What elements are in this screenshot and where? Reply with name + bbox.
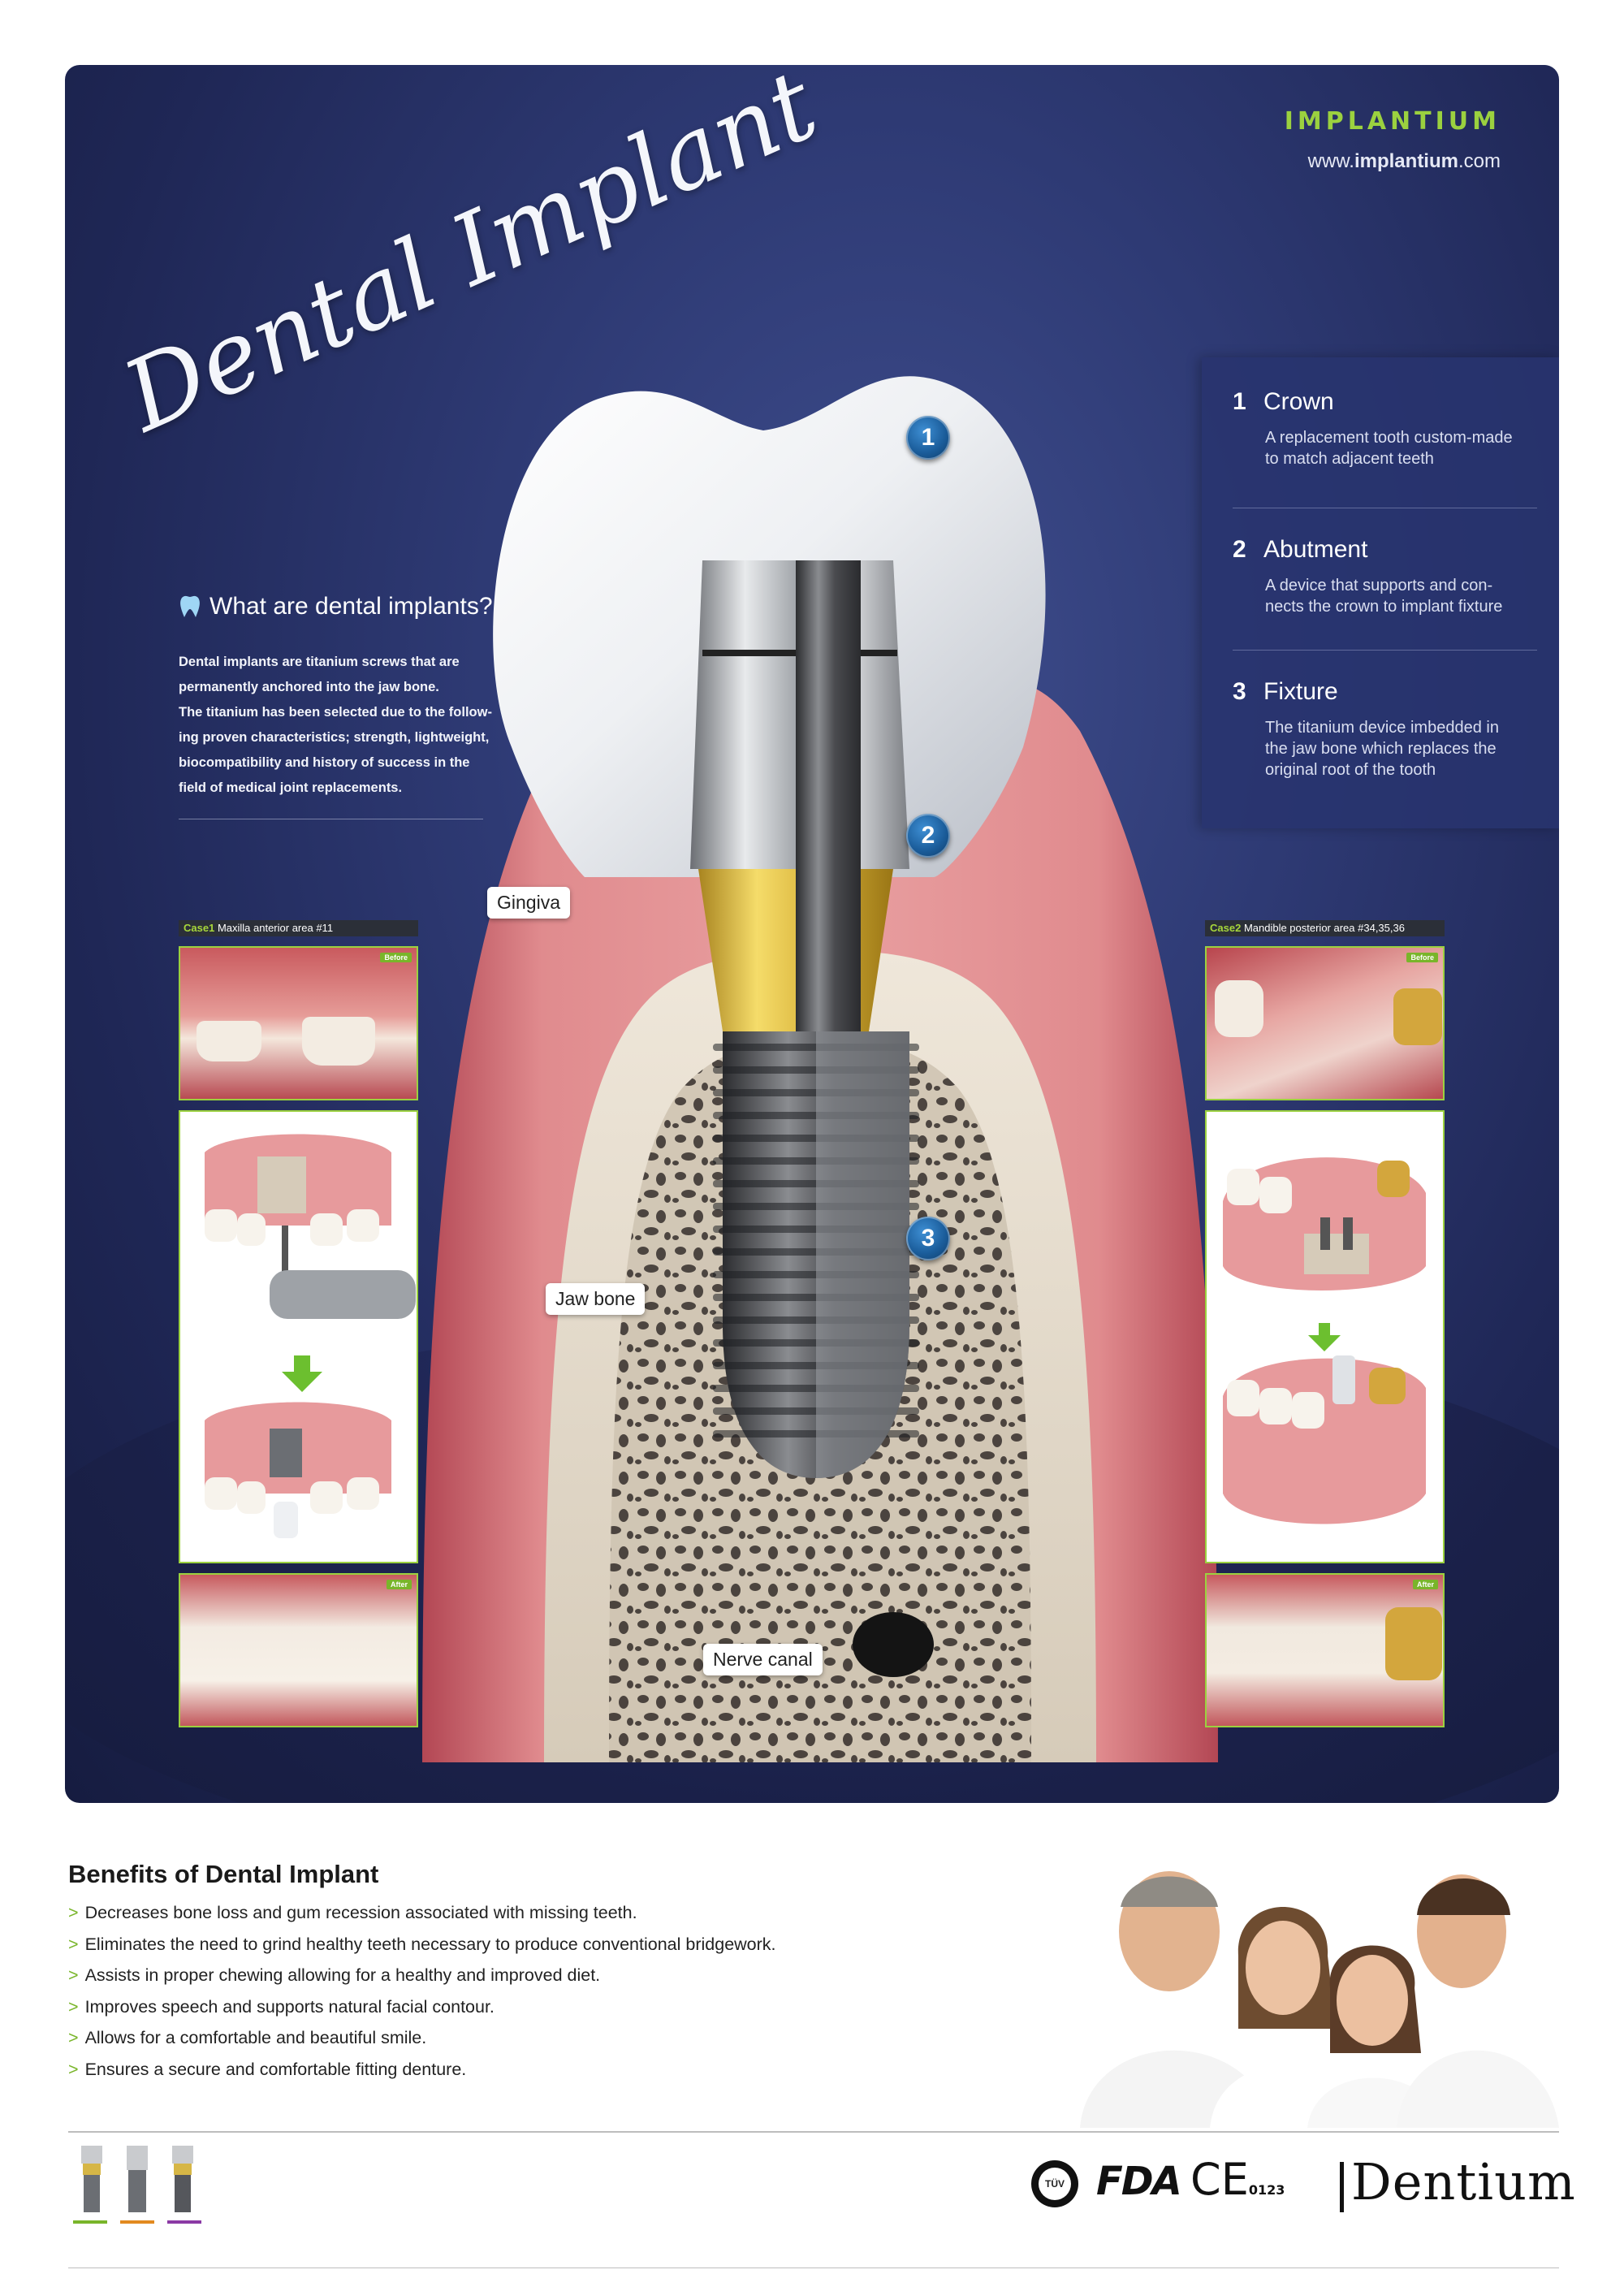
case2-after-photo: After: [1205, 1573, 1445, 1727]
list-item: >Improves speech and supports natural fa…: [68, 1996, 495, 2017]
brand-block: IMPLANTIUM www.implantium.com: [1285, 107, 1501, 173]
dentium-logo: Dentium: [1351, 2152, 1576, 2211]
ce-mark-logo: CE0123: [1190, 2154, 1285, 2205]
chevron-right-icon: >: [68, 1965, 79, 1985]
badge-1: 1: [906, 416, 950, 460]
case1-panel: Case1 Maxilla anterior area #11 Before A…: [179, 920, 418, 1727]
footer-divider: [68, 2131, 1559, 2133]
case2-panel: Case2 Mandible posterior area #34,35,36 …: [1205, 920, 1445, 1727]
brand-url[interactable]: www.implantium.com: [1307, 150, 1501, 172]
implant-illustration: [422, 376, 1218, 1762]
list-item: >Allows for a comfortable and beautiful …: [68, 2028, 427, 2047]
poster-panel: IMPLANTIUM www.implantium.com Dental Imp…: [65, 65, 1559, 1803]
case2-procedure-illustration: [1205, 1110, 1445, 1563]
benefits-list: >Decreases bone loss and gum recession a…: [68, 1897, 776, 2085]
tooth-icon: [180, 595, 200, 617]
case1-tag: Case1 Maxilla anterior area #11: [179, 920, 418, 936]
badge-2: 2: [906, 814, 950, 858]
list-item: >Decreases bone loss and gum recession a…: [68, 1903, 637, 1922]
chevron-right-icon: >: [68, 1903, 79, 1922]
fixture-cutaway: [816, 1031, 909, 1478]
smiling-people-photo: [1072, 1842, 1559, 2128]
chevron-right-icon: >: [68, 1996, 79, 2017]
label-gingiva: Gingiva: [487, 887, 570, 919]
dentium-logo-bar: [1340, 2162, 1344, 2212]
chevron-right-icon: >: [68, 2028, 79, 2047]
list-item: >Ensures a secure and comfortable fittin…: [68, 2059, 467, 2079]
badge-3: 3: [906, 1217, 950, 1260]
nerve-canal-hole: [853, 1612, 934, 1677]
list-item: >Assists in proper chewing allowing for …: [68, 1965, 601, 1985]
chevron-right-icon: >: [68, 2059, 79, 2079]
chevron-right-icon: >: [68, 1934, 79, 1954]
info-divider: [1233, 650, 1537, 651]
benefits-title: Benefits of Dental Implant: [68, 1860, 379, 1888]
case2-tag: Case2 Mandible posterior area #34,35,36: [1205, 920, 1445, 936]
intro-text: Dental implants are titanium screws that…: [179, 655, 492, 795]
intro-heading: What are dental implants?: [179, 593, 560, 620]
case1-after-photo: After: [179, 1573, 418, 1727]
fda-logo: FDA: [1096, 2159, 1182, 2204]
implant-products-icon: [73, 2146, 201, 2224]
case1-before-photo: Before: [179, 946, 418, 1100]
tuv-logo-icon: TÜV: [1031, 2160, 1078, 2207]
case2-before-photo: Before: [1205, 946, 1445, 1100]
abutment-screw: [796, 560, 861, 1105]
intro-block: What are dental implants? Dental implant…: [179, 593, 560, 801]
arrow-down-icon: [282, 1355, 322, 1392]
brand-name: IMPLANTIUM: [1284, 107, 1501, 136]
arrow-down-icon: [1308, 1323, 1341, 1351]
label-jaw-bone: Jaw bone: [546, 1283, 646, 1315]
case1-procedure-illustration: [179, 1110, 418, 1563]
label-nerve-canal: Nerve canal: [703, 1644, 823, 1675]
list-item: >Eliminates the need to grind healthy te…: [68, 1934, 776, 1954]
